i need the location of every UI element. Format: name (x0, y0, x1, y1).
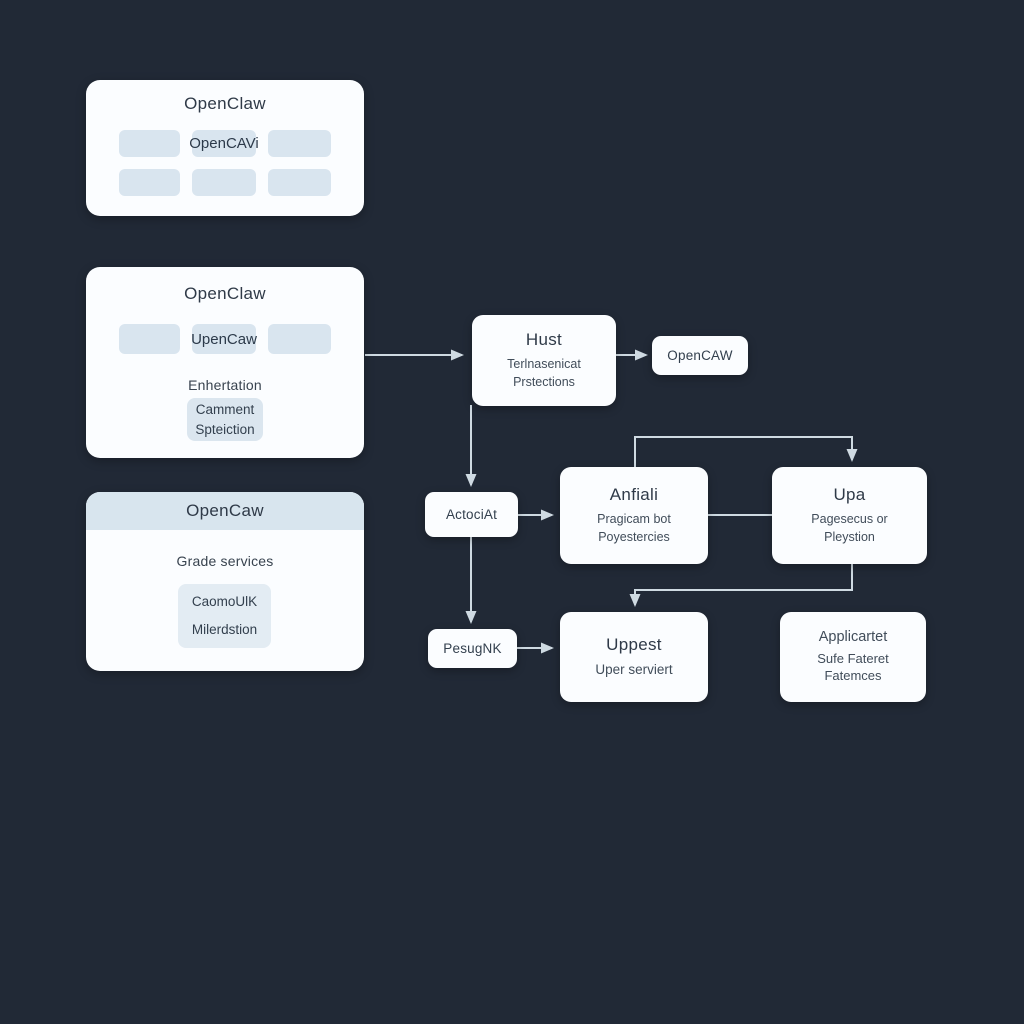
chip-caomoulk-milerdstion: CaomoUlK Milerdstion (178, 584, 271, 648)
node-label: PesugNK (443, 641, 502, 656)
node-title: Anfiali (609, 485, 659, 504)
card-header-band: OpenCaw (86, 492, 364, 530)
node-uppest: Uppest Uper serviert (560, 612, 708, 702)
node-line: Fatemces (824, 668, 882, 684)
chip (119, 169, 180, 196)
node-line: Pragicam bot (597, 512, 671, 526)
node-applicartet: Applicartet Sufe Fateret Fatemces (780, 612, 926, 702)
node-hust: Hust Terlnasenicat Prstections (472, 315, 616, 406)
node-actociat: ActociAt (425, 492, 518, 537)
node-pesugnk: PesugNK (428, 629, 517, 668)
arrow-anfiali-to-upa-top (634, 436, 858, 467)
chip-grid: OpenCAVi (119, 130, 331, 196)
card-title: OpenCaw (186, 501, 264, 520)
node-title: Hust (525, 330, 563, 349)
node-line: Applicartet (818, 629, 888, 646)
node-opencaw-small: OpenCAW (652, 336, 748, 375)
chip (268, 130, 331, 157)
node-line: Pleystion (824, 529, 875, 544)
node-label: ActociAt (445, 507, 498, 522)
node-label: OpenCAW (667, 348, 733, 363)
chip (268, 169, 331, 196)
chip-line: Milerdstion (191, 622, 258, 637)
chip-row: UpenCaw (119, 324, 331, 354)
node-line: Uper serviert (595, 662, 673, 678)
node-anfiali: Anfiali Pragicam bot Poyestercies (560, 467, 708, 564)
chip-camment-sptection: Camment Spteiction (187, 398, 263, 441)
node-line: Poyestercies (598, 529, 670, 544)
chip-labeled: UpenCaw (191, 324, 257, 354)
card-subtitle: Enhertation (188, 377, 262, 393)
card-subtitle: Grade services (176, 553, 274, 569)
chip-line: CaomoUlK (191, 594, 258, 609)
card-title: OpenClaw (184, 94, 266, 113)
node-line: Terlnasenicat (507, 357, 581, 371)
node-line: Pagesecus or (811, 512, 888, 526)
node-title: Uppest (606, 635, 662, 655)
arrow-upa-to-uppest (629, 564, 853, 607)
node-line: Sufe Fateret (817, 650, 889, 666)
chip (119, 130, 180, 157)
card-title: OpenClaw (184, 284, 266, 303)
chip (268, 324, 331, 354)
card-openclaw-middle: OpenClaw UpenCaw Enhertation Camment Spt… (86, 267, 364, 458)
node-upa: Upa Pagesecus or Pleystion (772, 467, 927, 564)
node-title: Upa (833, 485, 866, 504)
chip (119, 324, 180, 354)
chip-line: Camment (195, 401, 255, 417)
chip-line: Spteiction (195, 421, 255, 437)
card-opencaw-bottom: OpenCaw Grade services CaomoUlK Milerdst… (86, 492, 364, 671)
chip-labeled: OpenCAVi (189, 130, 259, 157)
card-openclaw-top: OpenClaw OpenCAVi (86, 80, 364, 216)
node-line: Prstections (513, 374, 575, 389)
chip (192, 169, 256, 196)
